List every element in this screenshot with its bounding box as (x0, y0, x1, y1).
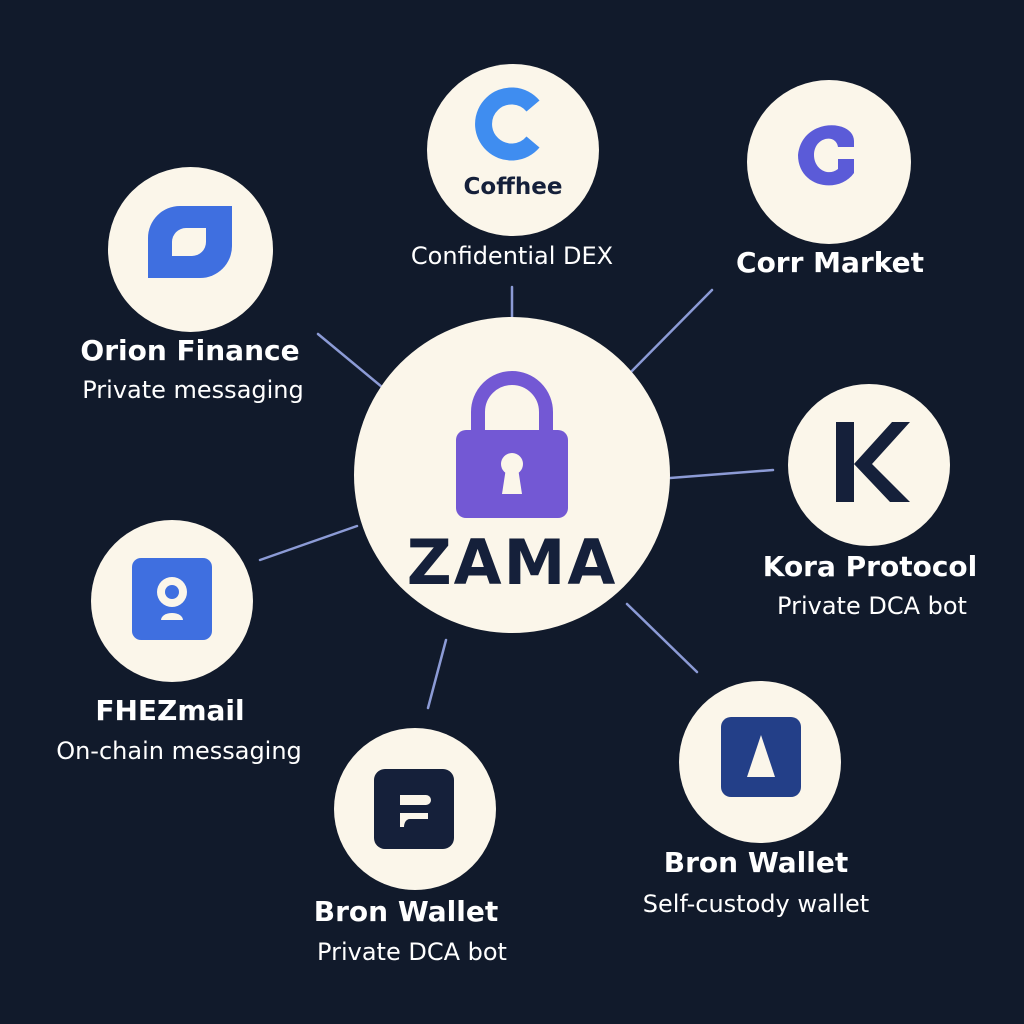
bron-wallet-right-name: Bron Wallet (663, 846, 849, 879)
connector-bron-left (426, 638, 448, 710)
bron-wallet-left-desc: Private DCA bot (317, 938, 507, 966)
zama-title: ZAMA (406, 526, 618, 599)
c-logo-icon (798, 125, 854, 186)
cort-market-node[interactable] (747, 80, 911, 244)
kora-protocol-name: Kora Protocol (762, 550, 978, 583)
triangle-square-icon (721, 717, 801, 797)
connector-fhezmail (258, 524, 359, 562)
k-letter-icon (836, 422, 910, 502)
fhezmail-desc: On-chain messaging (56, 737, 302, 765)
connector-orion (316, 332, 390, 394)
connector-cort (623, 288, 714, 380)
coffhee-desc: Confidential DEX (410, 242, 614, 270)
coffhee-name: Coffhee (463, 174, 563, 200)
kora-protocol-desc: Private DCA bot (777, 592, 967, 620)
bron-wallet-left-name: Bron Wallet (313, 895, 499, 928)
cort-market-name: Corr Market (736, 246, 924, 279)
connector-bron-right (625, 602, 699, 674)
user-badge-icon (132, 558, 212, 640)
leaf-square-icon (148, 206, 232, 278)
orion-finance-name: Orion Finance (80, 334, 300, 367)
bron-wallet-right-desc: Self-custody wallet (642, 890, 870, 918)
lock-icon (456, 371, 568, 518)
c-logo-icon (475, 87, 540, 161)
orion-finance-desc: Private messaging (82, 376, 304, 404)
b-square-icon (374, 769, 454, 849)
fhezmail-name: FHEZmail (95, 694, 245, 727)
connector-kora (668, 468, 775, 480)
